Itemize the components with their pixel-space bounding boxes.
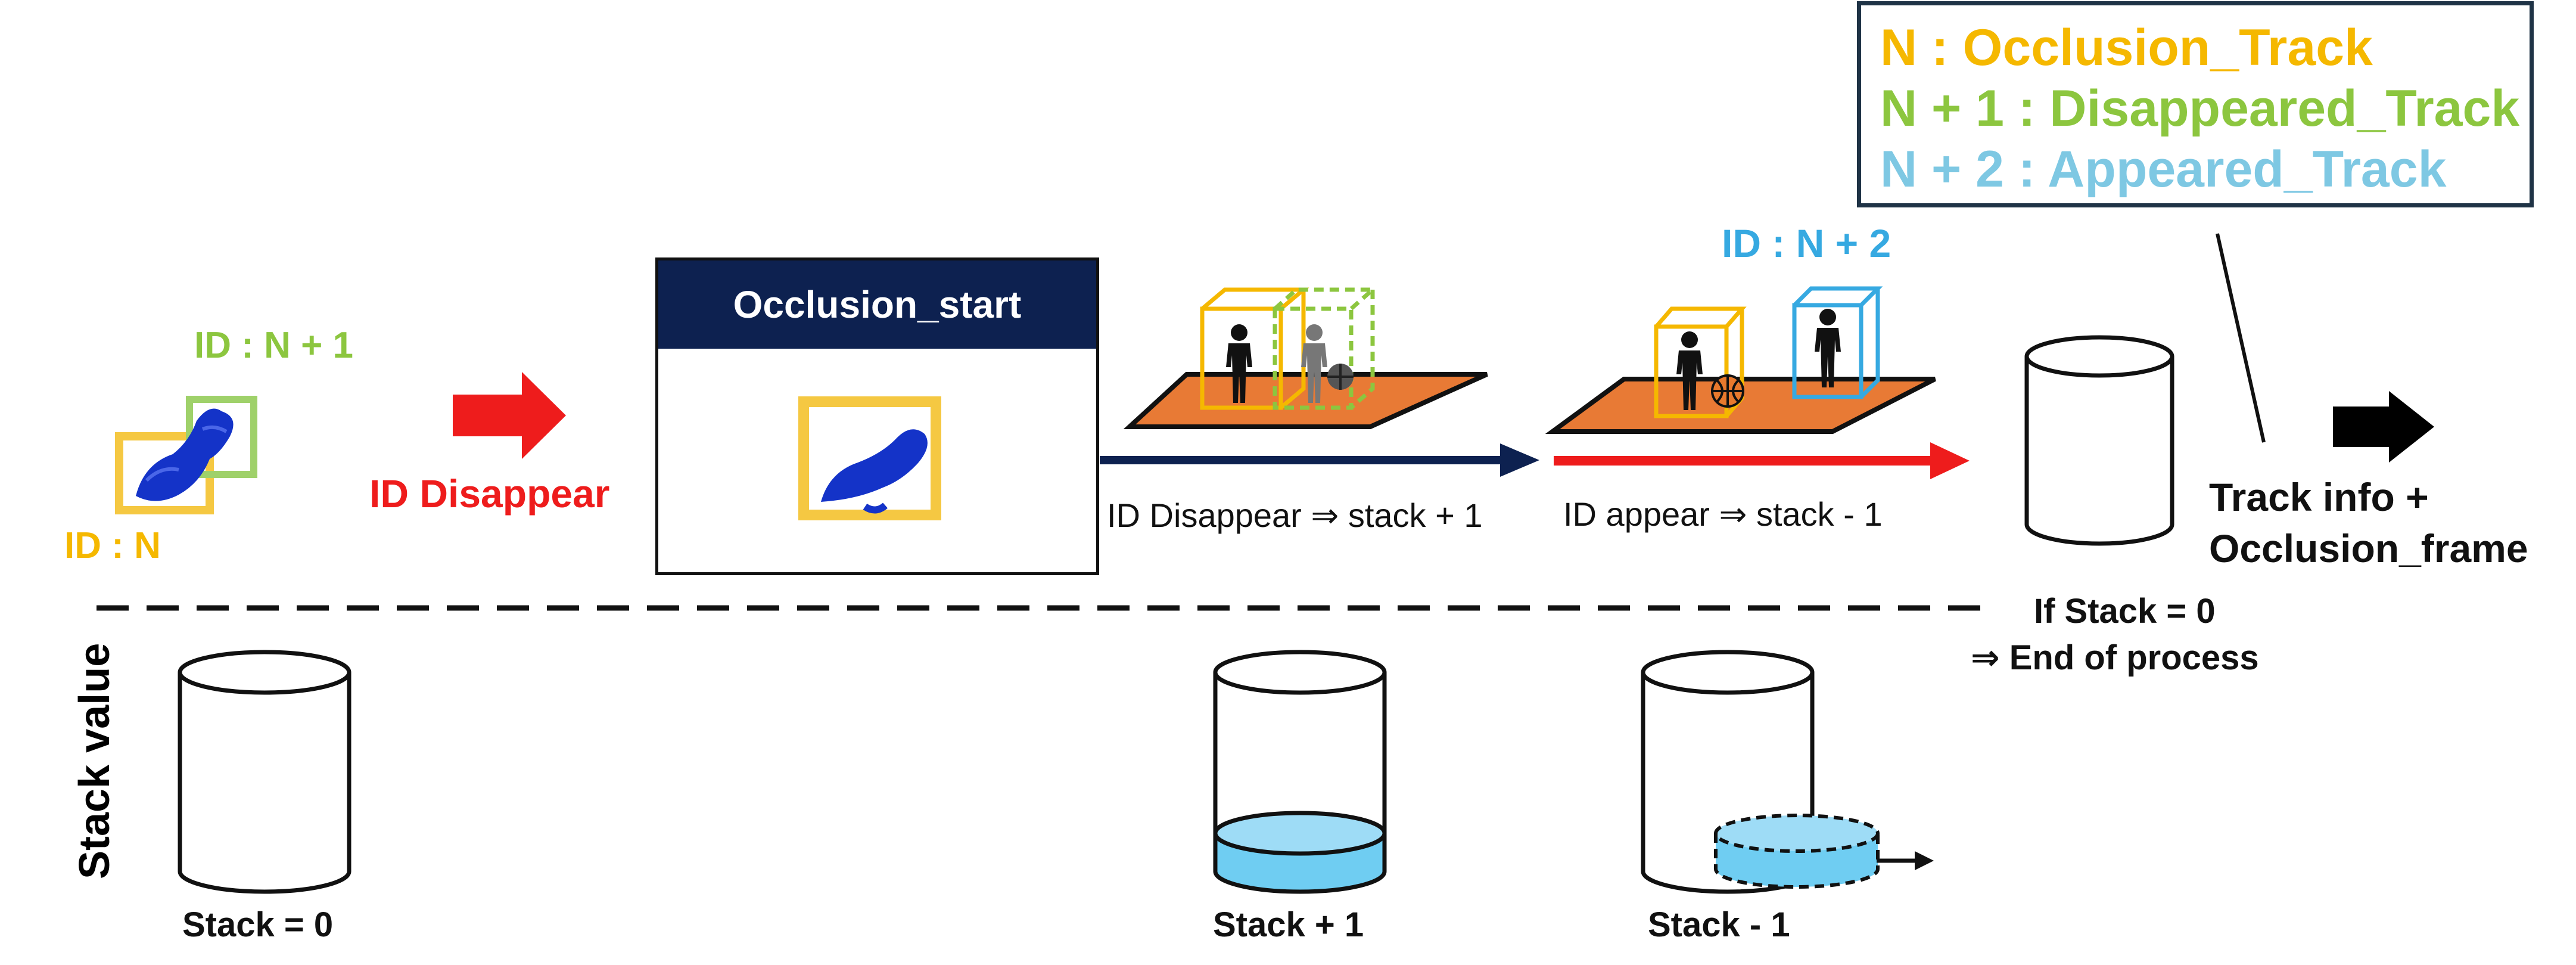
black-arrow-icon <box>2333 391 2434 463</box>
removed-stack-layer <box>1714 814 1880 889</box>
output-occlusion-frame: Occlusion_frame <box>2209 526 2528 570</box>
caption-stack-minus: Stack - 1 <box>1648 905 1790 944</box>
stack-value-axis-label: Stack value <box>71 643 119 879</box>
rule-appear-stack-minus: ID appear ⇒ stack - 1 <box>1563 495 1883 533</box>
red-arrow-icon <box>453 372 566 459</box>
caption-stack-zero: Stack = 0 <box>182 905 334 944</box>
stack-cylinder-minus <box>1641 650 1934 894</box>
label-id-n-plus-2: ID : N + 2 <box>1722 221 1891 265</box>
appear-arrow <box>1554 442 1970 479</box>
legend-occlusion-track: N : Occlusion_Track <box>1880 19 2373 76</box>
person-icon <box>1815 309 1841 387</box>
rule-disappear-stack-plus: ID Disappear ⇒ stack + 1 <box>1107 497 1483 534</box>
basketball-icon <box>1327 364 1354 390</box>
removal-arrow <box>1877 851 1934 870</box>
stack-cylinder-plus <box>1213 650 1387 894</box>
output-track-info: Track info + <box>2209 475 2429 519</box>
occlusion-start-panel: Occlusion_start <box>655 257 1099 575</box>
label-id-disappear: ID Disappear <box>369 471 610 516</box>
basketball-icon <box>1711 374 1744 408</box>
reappear-scene <box>1545 286 1936 434</box>
label-id-n-plus-1: ID : N + 1 <box>194 325 354 366</box>
cylinder-icon <box>2024 335 2174 546</box>
legend-pointer-line <box>2216 233 2266 443</box>
end-condition-end-process: ⇒ End of process <box>1971 638 2259 677</box>
occlusion-start-title: Occlusion_start <box>658 260 1096 349</box>
end-condition-stack-zero: If Stack = 0 <box>2034 592 2216 631</box>
tracked-blob-thumbnail <box>115 396 257 514</box>
label-id-n: ID : N <box>64 525 161 566</box>
legend-appeared-track: N + 2 : Appeared_Track <box>1880 141 2447 198</box>
legend-disappeared-track: N + 1 : Disappeared_Track <box>1880 80 2520 137</box>
track-legend: N : Occlusion_Track N + 1 : Disappeared_… <box>1857 1 2534 207</box>
caption-stack-plus: Stack + 1 <box>1213 905 1364 944</box>
stack-cylinder-zero <box>178 650 351 894</box>
disappear-arrow <box>1100 443 1539 477</box>
occlusion-scene <box>1123 287 1488 429</box>
